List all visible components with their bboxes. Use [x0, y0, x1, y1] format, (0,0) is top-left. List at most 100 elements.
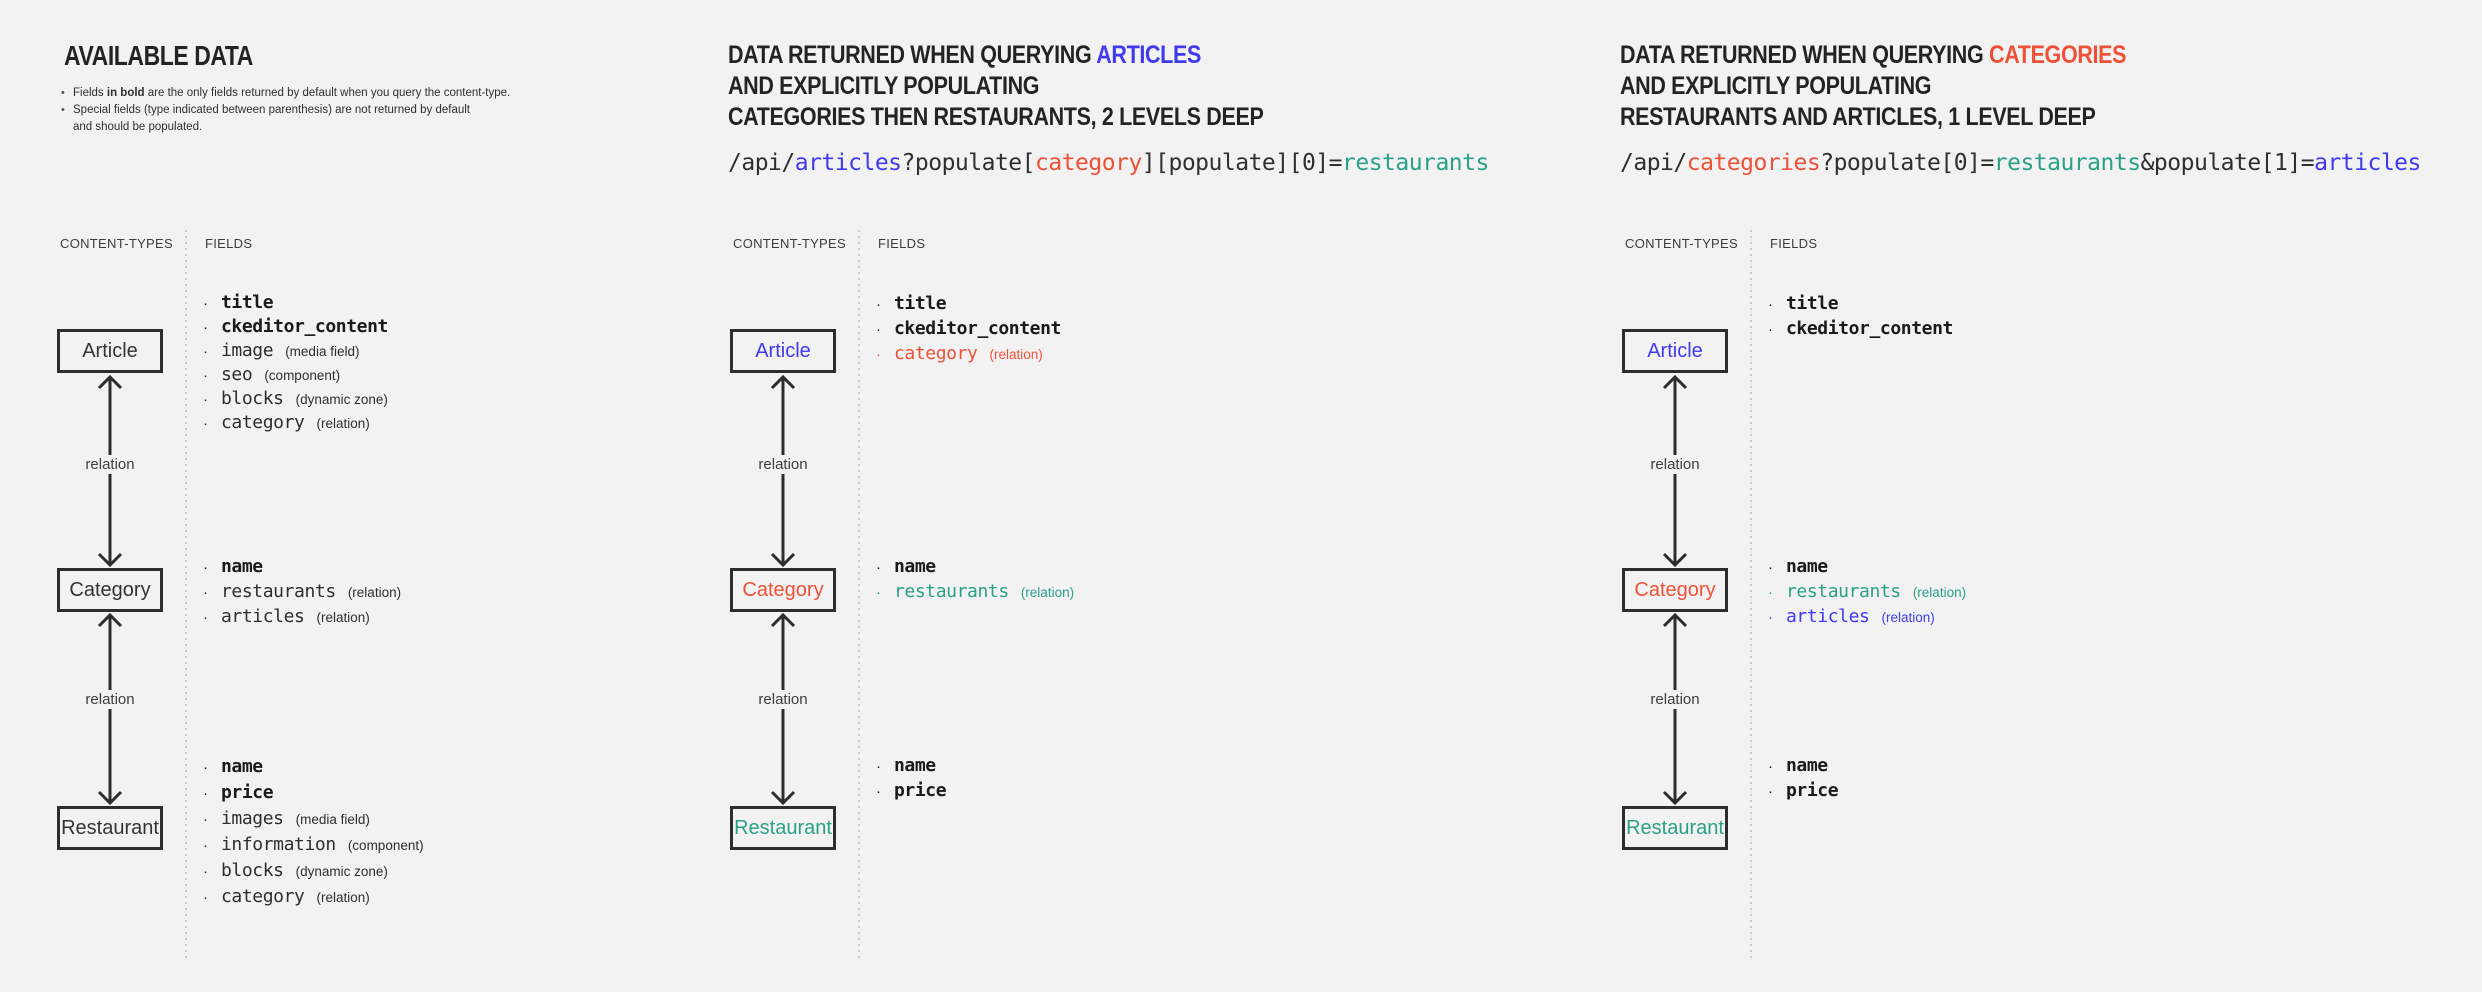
relation-arrow: [1653, 612, 1697, 806]
field-row: ·ckeditor_content: [876, 317, 1061, 342]
field-row: ·name: [203, 754, 424, 780]
field-row: ·name: [1768, 555, 1966, 580]
box-label: Article: [82, 339, 138, 362]
bullet-icon: ·: [203, 811, 208, 828]
content-type-box-restaurant: Restaurant: [57, 806, 163, 850]
fields-article: ·title ·ckeditor_content ·category(relat…: [876, 292, 1061, 367]
box-label: Article: [1647, 339, 1703, 362]
field-row: ·title: [1768, 292, 1953, 317]
field-row: ·category(relation): [876, 342, 1061, 367]
bullet-icon: ·: [1768, 559, 1773, 576]
relation-label: relation: [80, 455, 140, 474]
content-type-box-category: Category: [1622, 568, 1728, 612]
bullet-icon: ·: [876, 346, 881, 363]
relation-label: relation: [753, 690, 813, 709]
heading-highlight: CATEGORIES: [1989, 41, 2127, 69]
fields-restaurant: ·name ·price ·images(media field) ·infor…: [203, 754, 424, 910]
box-label: Restaurant: [1626, 816, 1724, 839]
content-types-column-label: CONTENT-TYPES: [60, 236, 173, 251]
field-row: ·articles(relation): [1768, 605, 1966, 630]
field-row: ·restaurants(relation): [1768, 580, 1966, 605]
bullet-icon: ·: [203, 559, 208, 576]
relation-label: relation: [753, 455, 813, 474]
field-row: ·title: [876, 292, 1061, 317]
relation-label: relation: [80, 690, 140, 709]
bullet-icon: ·: [203, 837, 208, 854]
bullet-icon: ·: [1768, 758, 1773, 775]
bullet-icon: ·: [876, 783, 881, 800]
bullet-icon: ·: [1768, 321, 1773, 338]
dotted-divider: [1750, 230, 1752, 958]
box-label: Article: [755, 339, 811, 362]
bullet-icon: ·: [203, 609, 208, 626]
bullet-icon: ·: [203, 415, 208, 432]
box-label: Restaurant: [734, 816, 832, 839]
bullet-icon: •: [61, 87, 65, 99]
box-label: Restaurant: [61, 816, 159, 839]
field-row: ·image(media field): [203, 340, 360, 361]
content-type-box-article: Article: [730, 329, 836, 373]
relation-label: relation: [1645, 690, 1705, 709]
relation-label: relation: [1645, 455, 1705, 474]
api-query-code: /api/categories?populate[0]=restaurants&…: [1620, 150, 2421, 176]
panel-querying-categories: DATA RETURNED WHEN QUERYING CATEGORIES A…: [1620, 0, 2421, 992]
box-label: Category: [742, 578, 824, 601]
bullet-icon: ·: [1768, 609, 1773, 626]
bullet-icon: ·: [876, 584, 881, 601]
field-row: ·name: [1768, 754, 1838, 779]
fields-article: ·title ·ckeditor_content ·image(media fi…: [203, 291, 388, 435]
bullet-icon: ·: [203, 343, 208, 360]
field-row: ·category(relation): [203, 884, 424, 910]
panel-heading: DATA RETURNED WHEN QUERYING ARTICLES AND…: [728, 41, 1264, 131]
bullet-icon: ·: [203, 319, 208, 336]
bullet-icon: ·: [203, 863, 208, 880]
bullet-icon: ·: [203, 391, 208, 408]
api-query-code: /api/articles?populate[category][populat…: [728, 150, 1489, 176]
panel-querying-articles: DATA RETURNED WHEN QUERYING ARTICLES AND…: [728, 0, 1489, 992]
bullet-icon: ·: [1768, 783, 1773, 800]
bullet-icon: ·: [203, 889, 208, 906]
field-row: ·name: [876, 555, 1074, 580]
bullet-icon: ·: [876, 758, 881, 775]
fields-category: ·name ·restaurants(relation) ·articles(r…: [203, 555, 401, 630]
field-row: ·images(media field): [203, 806, 424, 832]
bullet-icon: ·: [1768, 296, 1773, 313]
bullet-icon: •: [61, 104, 65, 116]
note-text: Special fields (type indicated between p…: [73, 104, 470, 133]
notes-list: • Fields in bold are the only fields ret…: [61, 85, 621, 136]
field-row: ·price: [876, 779, 947, 804]
field-row: ·blocks(dynamic zone): [203, 858, 424, 884]
bullet-icon: ·: [876, 296, 881, 313]
page-title: AVAILABLE DATA: [64, 40, 253, 71]
box-label: Category: [1634, 578, 1716, 601]
content-type-box-article: Article: [1622, 329, 1728, 373]
heading-highlight: ARTICLES: [1096, 41, 1201, 69]
field-row: ·name: [876, 754, 946, 779]
relation-arrow: [88, 612, 132, 806]
field-row: ·ckeditor_content: [1768, 317, 1953, 342]
content-type-box-category: Category: [730, 568, 836, 612]
dotted-divider: [185, 230, 187, 958]
bullet-icon: ·: [876, 321, 881, 338]
field-row: ·restaurants(relation): [876, 580, 1074, 605]
note-item: • Fields in bold are the only fields ret…: [61, 85, 621, 102]
content-type-box-category: Category: [57, 568, 163, 612]
field-row: ·name: [203, 555, 401, 580]
box-label: Category: [69, 578, 151, 601]
field-row: ·articles(relation): [203, 605, 401, 630]
note-text: Fields in bold are the only fields retur…: [73, 87, 511, 99]
fields-category: ·name ·restaurants(relation) ·articles(r…: [1768, 555, 1966, 630]
field-row: ·title: [203, 292, 274, 313]
field-row: ·restaurants(relation): [203, 580, 401, 605]
note-item: • Special fields (type indicated between…: [61, 102, 621, 136]
bullet-icon: ·: [1768, 584, 1773, 601]
fields-category: ·name ·restaurants(relation): [876, 555, 1074, 605]
field-row: ·price: [1768, 779, 1839, 804]
bullet-icon: ·: [203, 584, 208, 601]
field-row: ·category(relation): [203, 412, 370, 433]
fields-column-label: FIELDS: [1770, 236, 1818, 251]
fields-article: ·title ·ckeditor_content: [1768, 292, 1953, 342]
field-row: ·information(component): [203, 832, 424, 858]
bullet-icon: ·: [203, 785, 208, 802]
fields-column-label: FIELDS: [878, 236, 926, 251]
